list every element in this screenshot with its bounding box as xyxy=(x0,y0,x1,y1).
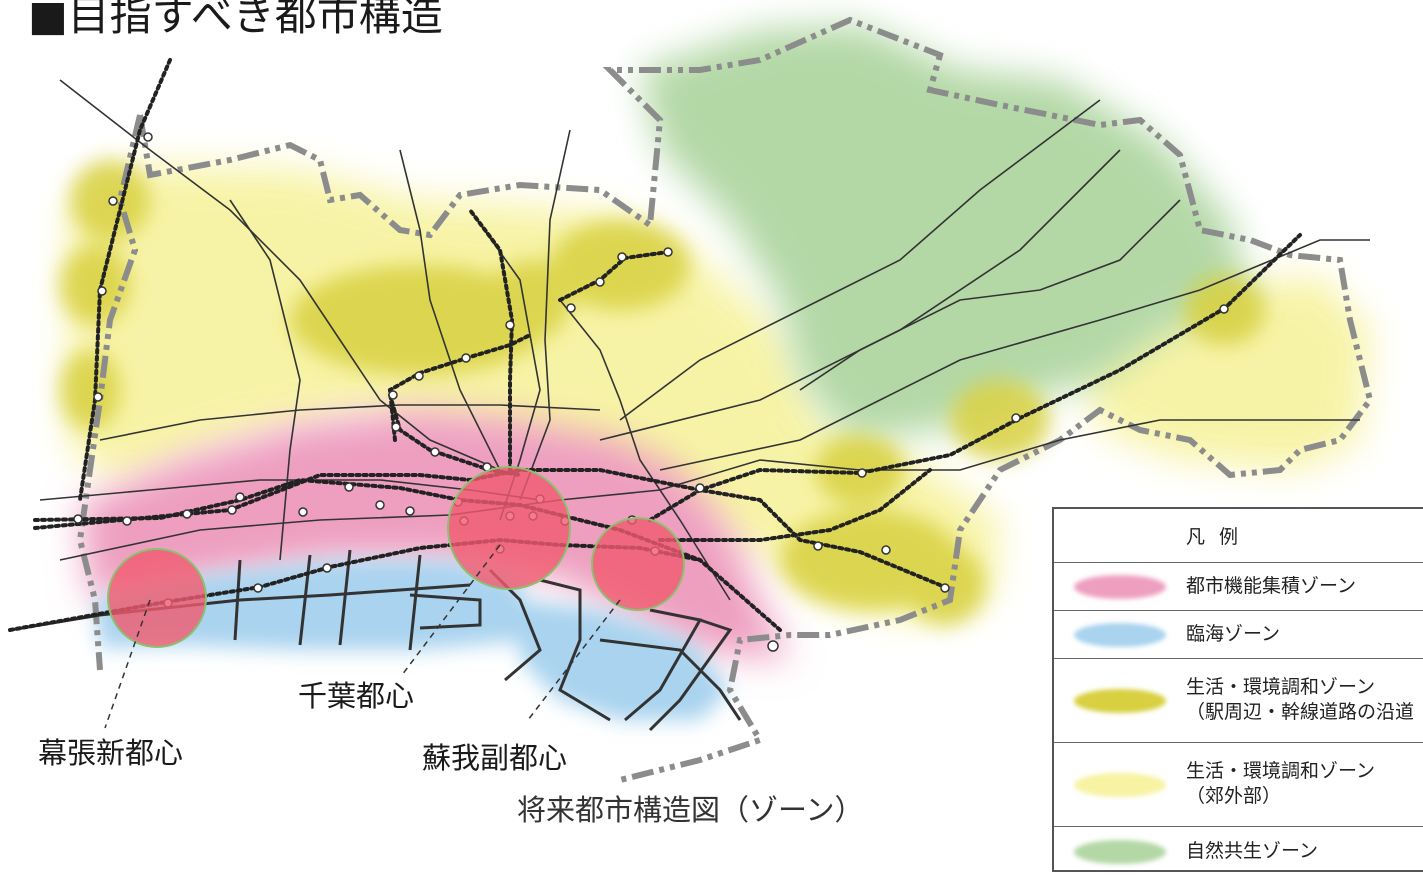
legend-item-urban: 都市機能集積ゾーン xyxy=(1054,563,1423,611)
legend-item-station: 生活・環境調和ゾーン （駅周辺・幹線道路の沿道 xyxy=(1054,659,1423,743)
legend-label-station: 生活・環境調和ゾーン （駅周辺・幹線道路の沿道 xyxy=(1186,675,1414,725)
map-legend: 凡例 都市機能集積ゾーン 臨海ゾーン 生活・環境調和ゾーン （駅周辺・幹線道路の… xyxy=(1052,507,1423,872)
legend-swatch-nature xyxy=(1074,840,1166,864)
legend-swatch-urban xyxy=(1074,575,1166,599)
legend-label-suburb-sub: （郊外部） xyxy=(1186,785,1282,807)
urban-centers xyxy=(107,466,685,648)
legend-swatch-coastal xyxy=(1074,623,1166,647)
makuhari-center-label: 幕張新都心 xyxy=(38,736,184,770)
road-network xyxy=(39,79,1370,601)
legend-label-station-sub: （駅周辺・幹線道路の沿道 xyxy=(1186,701,1415,723)
makuhari-center-circle xyxy=(107,548,207,648)
soga-center-circle xyxy=(591,517,685,611)
legend-item-suburb: 生活・環境調和ゾーン （郊外部） xyxy=(1054,743,1423,827)
legend-label-coastal: 臨海ゾーン xyxy=(1186,623,1281,645)
city-boundary xyxy=(76,16,1374,783)
chiba-center-label: 千葉都心 xyxy=(298,679,415,713)
legend-label-urban: 都市機能集積ゾーン xyxy=(1186,575,1357,597)
legend-label-nature: 自然共生ゾーン xyxy=(1186,840,1319,862)
leader-lines xyxy=(104,544,621,729)
legend-item-coastal: 臨海ゾーン xyxy=(1054,611,1423,659)
legend-item-nature: 自然共生ゾーン xyxy=(1054,827,1423,877)
legend-label-suburb: 生活・環境調和ゾーン （郊外部） xyxy=(1186,759,1375,809)
soga-center-label: 蘇我副都心 xyxy=(422,741,568,775)
legend-swatch-station xyxy=(1074,689,1166,713)
nature-zone xyxy=(640,25,1250,440)
map-caption: 将来都市構造図（ゾーン） xyxy=(517,793,864,827)
legend-label-station-main: 生活・環境調和ゾーン xyxy=(1186,676,1376,698)
legend-label-suburb-main: 生活・環境調和ゾーン xyxy=(1186,760,1376,782)
legend-swatch-suburb xyxy=(1074,773,1166,797)
page-title: ■目指すべき都市構造 xyxy=(28,0,443,40)
chiba-center-circle xyxy=(447,466,571,590)
legend-header: 凡例 xyxy=(1054,509,1423,563)
